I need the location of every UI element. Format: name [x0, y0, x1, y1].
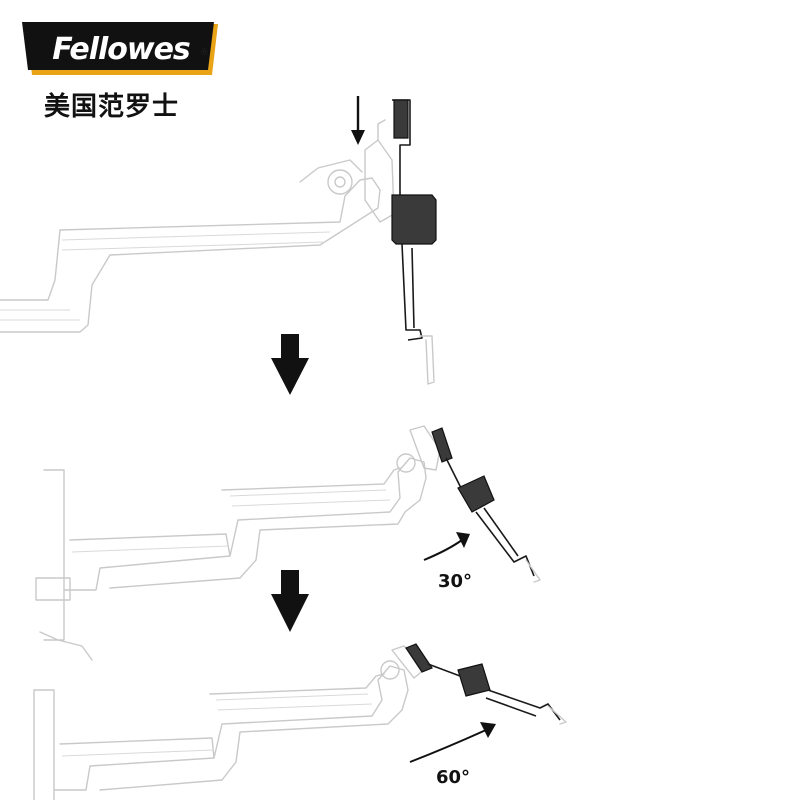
step-3-arm [53, 660, 409, 791]
registered-mark: ® [200, 48, 209, 58]
insert-arrow-icon [351, 96, 365, 145]
step-3-mount-bracket [391, 643, 567, 725]
chinese-brand-name: 美国范罗士 [44, 92, 180, 122]
tilt-arrow-30-icon [423, 532, 470, 561]
angle-label-60: 60° [436, 767, 470, 788]
step-2-arm [63, 453, 427, 591]
step-arrow-down-1-icon [271, 334, 309, 395]
step-2-pole [35, 469, 93, 661]
step-arrow-down-2-icon [271, 570, 309, 632]
logo-badge [22, 22, 218, 75]
fellowes-logo: Fellowes [22, 22, 220, 77]
step-3-pole [33, 689, 55, 800]
logo-wordmark: Fellowes [52, 32, 191, 67]
tilt-arrow-60-icon [409, 722, 496, 763]
step-1-mount-bracket [364, 99, 437, 385]
step-2-mount-bracket [409, 425, 541, 583]
step-1-arm [0, 159, 381, 333]
angle-label-30: 30° [438, 571, 472, 592]
